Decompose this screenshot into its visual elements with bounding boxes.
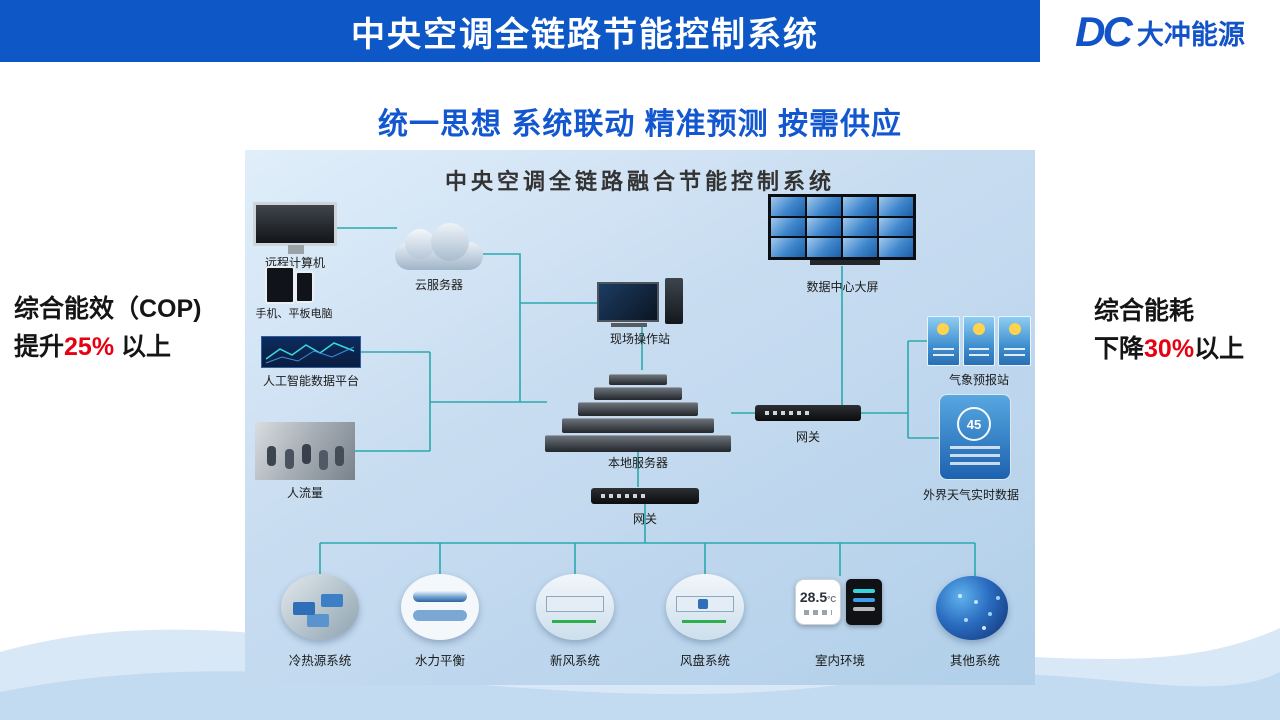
chiller-units bbox=[293, 602, 315, 615]
weather-station-icon bbox=[927, 316, 1032, 366]
indoor-environment-devices: 28.5°C bbox=[795, 578, 887, 626]
indoor-temp-unit: °C bbox=[827, 594, 837, 604]
screen-cell bbox=[879, 197, 913, 216]
local-server-icon bbox=[545, 370, 731, 452]
hydraulic-balance-bubble bbox=[401, 574, 479, 640]
energy-stat-value: 30% bbox=[1144, 335, 1195, 363]
energy-stat-line1: 综合能耗 bbox=[1094, 297, 1195, 325]
field-station-monitor-icon bbox=[597, 282, 659, 322]
screen-cell bbox=[771, 217, 805, 237]
thermostat-buttons bbox=[804, 609, 832, 615]
architecture-diagram: 中央空调全链路融合节能控制系统 远程计算机 手机、平板电脑 云服务器 现场操作站… bbox=[245, 150, 1035, 685]
weather-phone-icon: 45 bbox=[939, 394, 1011, 480]
connection-lines bbox=[319, 227, 976, 576]
gateway-leds bbox=[601, 494, 647, 498]
slogan-subtitle: 统一思想 系统联动 精准预测 按需供应 bbox=[377, 108, 902, 141]
screen-cell bbox=[807, 238, 841, 257]
people-silhouettes bbox=[267, 446, 276, 466]
airflow-arrow bbox=[682, 620, 726, 623]
weather-phone-rows bbox=[950, 446, 1000, 470]
gateway-right-icon bbox=[755, 405, 861, 421]
field-station-label: 现场操作站 bbox=[609, 332, 670, 346]
screen-cell bbox=[807, 217, 841, 237]
pipes bbox=[413, 591, 467, 602]
cloud-icon bbox=[395, 223, 483, 270]
datacenter-screen-label: 数据中心大屏 bbox=[806, 280, 879, 294]
weather-card bbox=[998, 316, 1032, 366]
energy-stat: 综合能耗 下降30%以上 bbox=[1094, 292, 1244, 368]
fan-coil-bubble bbox=[666, 574, 744, 640]
cloud-server-label: 云服务器 bbox=[414, 278, 463, 292]
fan-unit bbox=[698, 599, 708, 609]
panel-glyphs bbox=[853, 589, 875, 593]
phone-icon bbox=[295, 271, 314, 303]
field-station-tower-icon bbox=[665, 278, 683, 324]
screen-cell bbox=[843, 238, 877, 257]
cop-stat: 综合能效（COP) 提升25% 以上 bbox=[14, 290, 202, 366]
airflow-arrow bbox=[552, 620, 596, 623]
cop-stat-value: 25% bbox=[64, 333, 115, 361]
page-title: 中央空调全链路节能控制系统 bbox=[351, 15, 819, 54]
screen-cell bbox=[807, 197, 841, 216]
energy-stat-line2: 下降30%以上 bbox=[1094, 335, 1245, 363]
cop-stat-line1: 综合能效（COP) bbox=[14, 295, 202, 323]
network-dots bbox=[958, 594, 962, 598]
subsystem-label: 室内环境 bbox=[814, 654, 865, 668]
control-panel-icon bbox=[846, 579, 882, 625]
diagram-title: 中央空调全链路融合节能控制系统 bbox=[444, 169, 835, 194]
subsystem-label: 其他系统 bbox=[949, 654, 1000, 668]
weather-card bbox=[962, 316, 996, 366]
local-server-label: 本地服务器 bbox=[607, 456, 668, 470]
screen-cell bbox=[771, 197, 805, 216]
subsystem-label: 水力平衡 bbox=[414, 654, 465, 668]
weather-station-label: 气象预报站 bbox=[948, 373, 1009, 387]
gateway-right-label: 网关 bbox=[795, 430, 820, 444]
tablet-icon bbox=[265, 266, 295, 304]
subsystem-label: 冷热源系统 bbox=[288, 654, 352, 668]
ai-platform-icon bbox=[261, 336, 361, 368]
people-flow-photo bbox=[255, 422, 355, 480]
field-station-base bbox=[611, 323, 647, 327]
video-wall-icon bbox=[768, 194, 916, 260]
weather-gauge: 45 bbox=[957, 407, 991, 441]
people-flow-label: 人流量 bbox=[286, 486, 323, 500]
screen-cell bbox=[771, 238, 805, 257]
weather-realtime-label: 外界天气实时数据 bbox=[922, 488, 1019, 502]
ai-platform-label: 人工智能数据平台 bbox=[262, 374, 359, 388]
remote-computer-label: 远程计算机 bbox=[264, 256, 325, 270]
mobile-tablet-label: 手机、平板电脑 bbox=[255, 308, 333, 320]
video-wall-stand bbox=[810, 260, 880, 265]
subsystem-label: 风盘系统 bbox=[679, 654, 730, 668]
screen-cell bbox=[879, 217, 913, 237]
screen-cell bbox=[843, 217, 877, 237]
indoor-temp-value: 28.5 bbox=[799, 588, 828, 605]
gateway-leds bbox=[765, 411, 811, 415]
other-systems-bubble bbox=[936, 576, 1008, 640]
gateway-bottom-label: 网关 bbox=[632, 512, 657, 526]
logo-company-name: 大冲能源 bbox=[1136, 19, 1245, 50]
cop-stat-line2: 提升25% 以上 bbox=[14, 333, 172, 361]
cold-heat-source-bubble bbox=[281, 574, 359, 640]
remote-computer-icon bbox=[253, 202, 337, 254]
screen-cell bbox=[843, 197, 877, 216]
thermostat-icon: 28.5°C bbox=[795, 579, 841, 625]
subsystem-label: 新风系统 bbox=[549, 654, 600, 668]
weather-card bbox=[927, 316, 960, 366]
company-logo: DC 大冲能源 bbox=[1040, 0, 1280, 64]
gateway-bottom-icon bbox=[591, 488, 699, 504]
fresh-air-bubble bbox=[536, 574, 614, 640]
screen-cell bbox=[879, 238, 913, 257]
logo-dc-mark: DC bbox=[1075, 8, 1133, 55]
